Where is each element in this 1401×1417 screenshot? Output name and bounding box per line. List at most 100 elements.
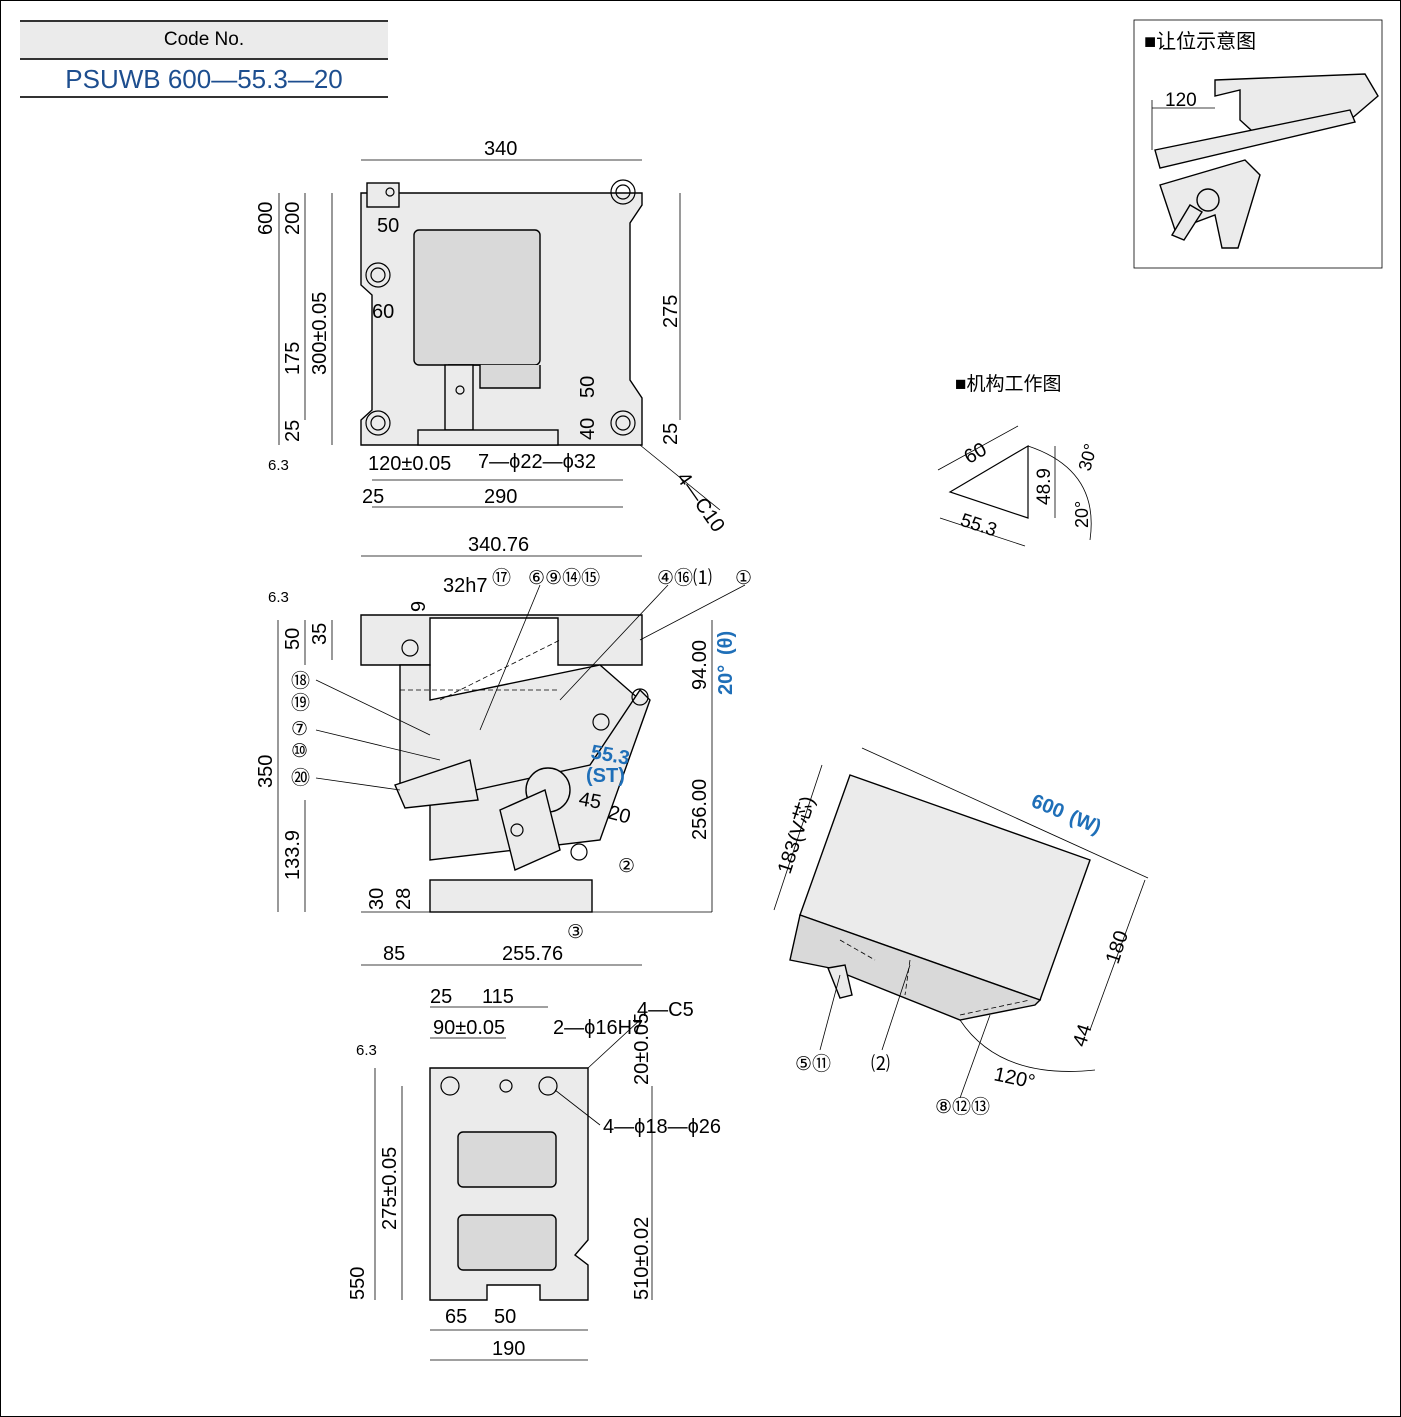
bottom-label-550: 550 (347, 1267, 369, 1300)
bottom-label-25: 25 (430, 986, 452, 1008)
leader-20 (315, 777, 401, 791)
front-label-35: 35 (309, 623, 331, 645)
callout-19: ⑲ (291, 692, 310, 714)
front-label-256: 256.00 (689, 779, 711, 840)
front-label-28: 28 (393, 888, 415, 910)
front-cradle (429, 688, 651, 861)
leader-7 (315, 729, 441, 761)
callout-17: ⑰ (492, 567, 511, 589)
front-top-plate (360, 614, 643, 666)
top-label-60: 60 (372, 301, 394, 323)
front-label-350: 350 (255, 755, 277, 788)
leader-holes (554, 1089, 601, 1126)
bottom-hole-1 (440, 1076, 460, 1096)
front-label-9: 9 (408, 601, 430, 612)
mechanism-dim-55 (939, 517, 1026, 547)
leader-6 (479, 584, 541, 731)
iso-callout-8-12-13: ⑧⑫⑬ (935, 1096, 990, 1118)
callout-10: ⑩ (291, 741, 308, 762)
mechanism-label-60: 60 (960, 438, 990, 468)
leader-4 (559, 584, 669, 701)
code-value: PSUWB 600—55.3—20 (20, 60, 388, 98)
leader-chamfer-c5 (587, 1019, 641, 1069)
top-rough-mark: 6.3 (268, 457, 289, 474)
iso-leader-5 (819, 974, 841, 1051)
bottom-label-510: 510±0.02 (631, 1217, 653, 1300)
front-hole-1 (401, 639, 419, 657)
callout-7: ⑦ (291, 719, 308, 740)
front-label-20: 20 (606, 802, 633, 829)
front-label-94: 94.00 (689, 640, 711, 690)
iso-hidden-2 (904, 959, 911, 996)
iso-callout-22: ⑵ (871, 1053, 890, 1075)
top-label-40: 40 (577, 418, 599, 440)
top-hole-2-inner (370, 415, 386, 431)
top-label-25b: 25 (660, 423, 682, 445)
iso-callout-5-11: ⑤⑪ (795, 1053, 831, 1075)
top-hole-3 (610, 179, 636, 205)
bottom-rough-mark: 6.3 (356, 1042, 377, 1059)
top-label-275: 275 (660, 295, 682, 328)
front-label-255-76: 255.76 (502, 943, 563, 965)
mechanism-label-20: 20° (1072, 501, 1092, 528)
mechanism-dim-60 (937, 425, 1019, 471)
iso-label-600: 600 (1028, 790, 1067, 823)
top-hole-2 (365, 410, 391, 436)
iso-hidden-1 (839, 939, 876, 961)
bottom-label-65: 65 (445, 1306, 467, 1328)
top-hole-lug (385, 187, 395, 197)
front-label-45: 45 (577, 788, 603, 814)
clearance-dim-120: 120 (1165, 90, 1197, 111)
mechanism-label-55-3: 55.3 (958, 510, 1000, 541)
front-pivot-mark (631, 688, 649, 706)
bottom-label-90: 90±0.05 (433, 1017, 505, 1039)
top-label-340: 340 (484, 138, 517, 160)
iso-arc-120 (959, 1019, 1096, 1072)
front-hole-3 (570, 843, 588, 861)
front-view: 340.76 32h7 9 50 35 350 133.9 30 28 85 2… (255, 534, 752, 966)
mechanism-label-30: 30° (1075, 442, 1101, 473)
iso-label-44: 44 (1069, 1022, 1097, 1050)
top-label-600: 600 (255, 202, 277, 235)
front-label-50: 50 (282, 628, 304, 650)
front-label-theta: (θ) (715, 631, 737, 655)
top-label-holes: 7—ϕ22—ϕ32 (478, 451, 596, 473)
callout-18: ⑱ (291, 670, 310, 692)
front-hole-4 (510, 823, 524, 837)
bottom-label-190: 190 (492, 1338, 525, 1360)
top-hole-1-inner (370, 267, 386, 283)
front-rough-mark: 6.3 (268, 589, 289, 606)
top-label-175: 175 (282, 342, 304, 375)
iso-label-w: (W) (1066, 806, 1104, 838)
bottom-label-115: 115 (482, 986, 514, 1008)
front-hole-2 (592, 713, 610, 731)
clearance-pin (1196, 188, 1220, 212)
top-hole-5 (455, 385, 465, 395)
top-hole-4 (610, 410, 636, 436)
callout-4-16-21: ④⑯⑴ (657, 567, 712, 589)
mechanism-title: ■机构工作图 (955, 373, 1061, 395)
bottom-label-275: 275±0.05 (379, 1147, 401, 1230)
inset-mechanism: ■机构工作图 60 48.9 55.3 30° 20° (937, 373, 1101, 547)
front-lever (499, 789, 561, 871)
inset-clearance-frame (1133, 19, 1383, 269)
top-label-300: 300±0.05 (309, 292, 331, 375)
inset-clearance-title: ■让位示意图 (1144, 30, 1256, 53)
bottom-hole-2 (538, 1076, 558, 1096)
top-label-290: 290 (484, 486, 517, 508)
callout-20: ⑳ (291, 767, 310, 789)
inset-clearance: ■让位示意图 120 (1133, 19, 1383, 269)
iso-view: 600 (W) 183(V芯) 180 44 120° ⑤⑪ ⑵ ⑧⑫⑬ (773, 747, 1149, 1118)
top-hole-3-inner (615, 184, 631, 200)
iso-dim-180 (1089, 879, 1146, 1031)
iso-leader-8 (959, 1014, 991, 1099)
front-label-st-tag: (ST) (586, 765, 625, 787)
top-label-50b: 50 (577, 376, 599, 398)
top-label-25c: 25 (362, 486, 384, 508)
leader-1 (639, 584, 746, 641)
iso-leader-22 (881, 964, 911, 1051)
top-view-key (444, 364, 474, 431)
bottom-pocket-1 (457, 1131, 557, 1188)
bottom-label-20: 20±0.05 (631, 1013, 653, 1085)
front-label-340-76: 340.76 (468, 534, 529, 556)
